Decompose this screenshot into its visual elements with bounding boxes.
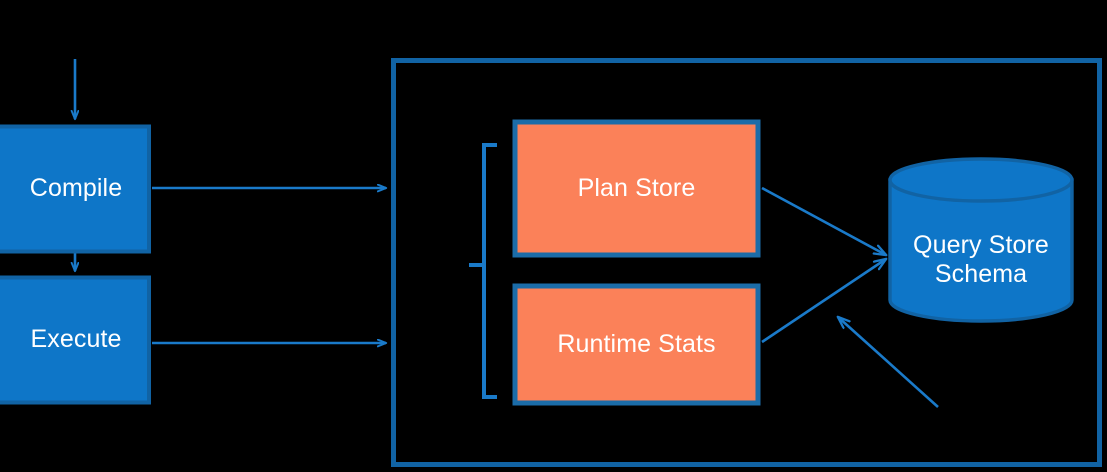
node-query-store-schema[interactable] (888, 157, 1074, 323)
connector-external-to-schema (838, 317, 939, 408)
connector-plan-to-schema (761, 186, 886, 255)
node-execute[interactable] (0, 275, 151, 405)
query-store-container (391, 58, 1102, 467)
store-group-bracket (469, 143, 497, 399)
connector-runtime-to-schema (761, 259, 886, 344)
node-compile[interactable] (0, 124, 151, 254)
node-plan-store[interactable] (512, 119, 761, 258)
node-runtime-stats[interactable] (512, 283, 761, 406)
